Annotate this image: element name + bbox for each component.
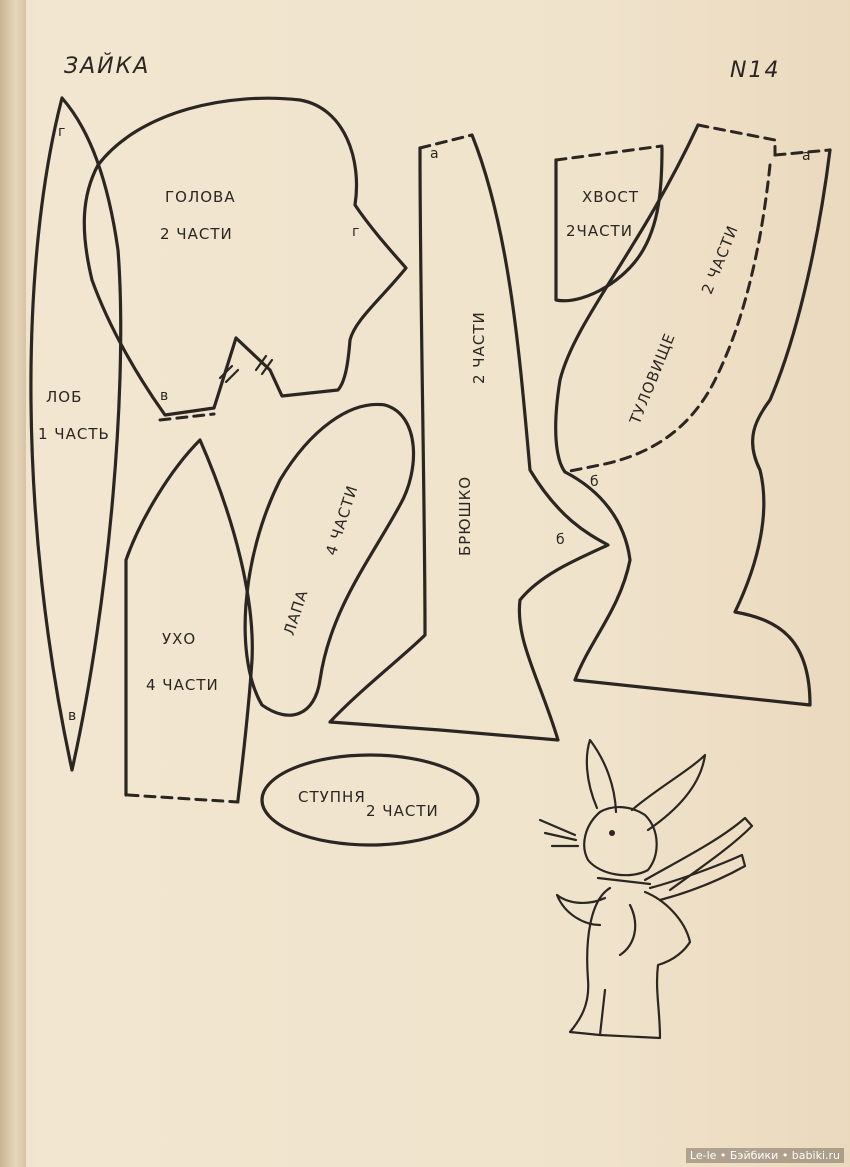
page-title: ЗАЙКА — [64, 54, 151, 79]
tail-name-label: ХВОСТ — [582, 188, 640, 206]
head-piece-outline — [82, 96, 408, 417]
belly-mark-side: б — [556, 532, 566, 548]
foot-count-label: 2 ЧАСТИ — [366, 802, 439, 820]
belly-count-label: 2 ЧАСТИ — [470, 311, 488, 384]
ear-count-label: 4 ЧАСТИ — [146, 676, 219, 694]
ear-piece-outline — [124, 438, 254, 802]
foot-name-label: СТУПНЯ — [298, 788, 366, 806]
belly-piece-outline — [328, 133, 610, 742]
book-spine — [0, 0, 26, 1167]
tail-piece-outline — [554, 146, 664, 303]
head-mark-bottom: в — [160, 388, 170, 404]
body-mark-top: а — [802, 148, 812, 164]
body-piece-outline — [554, 123, 832, 707]
ear-name-label: УХО — [162, 630, 197, 648]
forehead-piece-outline — [29, 96, 123, 772]
belly-name-label: БРЮШКО — [456, 475, 474, 556]
belly-mark-top: а — [430, 146, 440, 162]
forehead-count-label: 1 ЧАСТЬ — [38, 425, 110, 443]
foot-piece-outline — [260, 753, 480, 847]
head-mark-right: г — [352, 224, 361, 240]
tail-count-label: 2ЧАСТИ — [566, 222, 633, 240]
forehead-name-label: ЛОБ — [46, 388, 83, 406]
paw-piece-outline — [243, 402, 416, 717]
forehead-mark-top: г — [58, 124, 67, 140]
page-number: N14 — [730, 58, 781, 83]
body-mark-side: б — [590, 474, 600, 490]
head-name-label: ГОЛОВА — [165, 188, 236, 206]
site-watermark: Le-le • Бэйбики • babiki.ru — [685, 1148, 844, 1163]
forehead-mark-bottom: в — [68, 708, 78, 724]
bunny-illustration — [538, 738, 754, 1040]
head-count-label: 2 ЧАСТИ — [160, 225, 233, 243]
